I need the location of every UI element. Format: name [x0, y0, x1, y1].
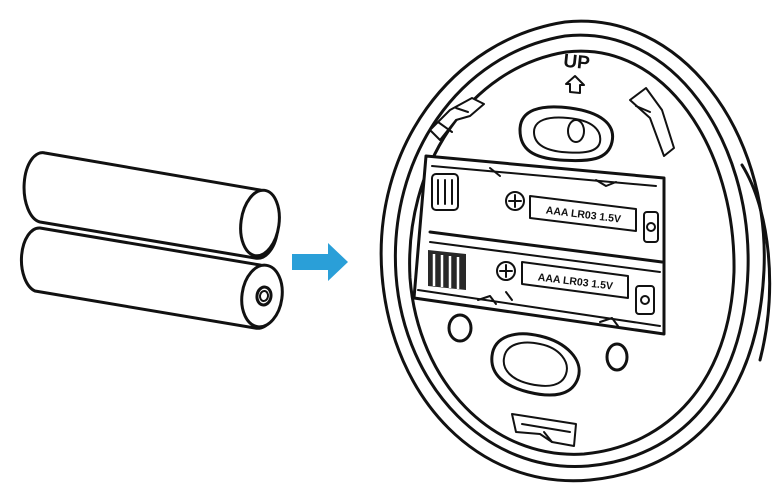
battery-slot-top: AAA LR03 1.5V: [431, 173, 659, 243]
battery-lower: [19, 226, 284, 330]
lower-mounting-slot: [490, 332, 581, 397]
upper-right-clip: [629, 87, 675, 157]
battery-upper: [22, 151, 281, 260]
spring-coil-icon: [428, 250, 466, 290]
aaa-batteries: [19, 151, 284, 330]
up-label: UP: [562, 51, 591, 75]
flat-contact-icon: [643, 211, 659, 243]
upper-left-clip: [429, 97, 485, 141]
battery-compartment: AAA LR03 1.5V: [412, 154, 666, 336]
battery-slot-bottom: AAA LR03 1.5V: [428, 250, 655, 315]
up-arrow-icon: [565, 75, 585, 94]
mounting-hole-left: [447, 313, 473, 343]
upper-mounting-slot: [518, 105, 615, 163]
screw-icon: [505, 191, 525, 211]
spring-contact-icon: [431, 173, 459, 211]
arrow-right-icon: [292, 243, 348, 281]
thermostat-back: UP: [379, 19, 772, 483]
screw-icon: [496, 261, 516, 281]
bottom-clip: [511, 413, 577, 447]
orientation-marker: UP: [562, 51, 591, 94]
flat-contact-icon: [635, 285, 655, 315]
mounting-hole-right: [605, 342, 629, 372]
